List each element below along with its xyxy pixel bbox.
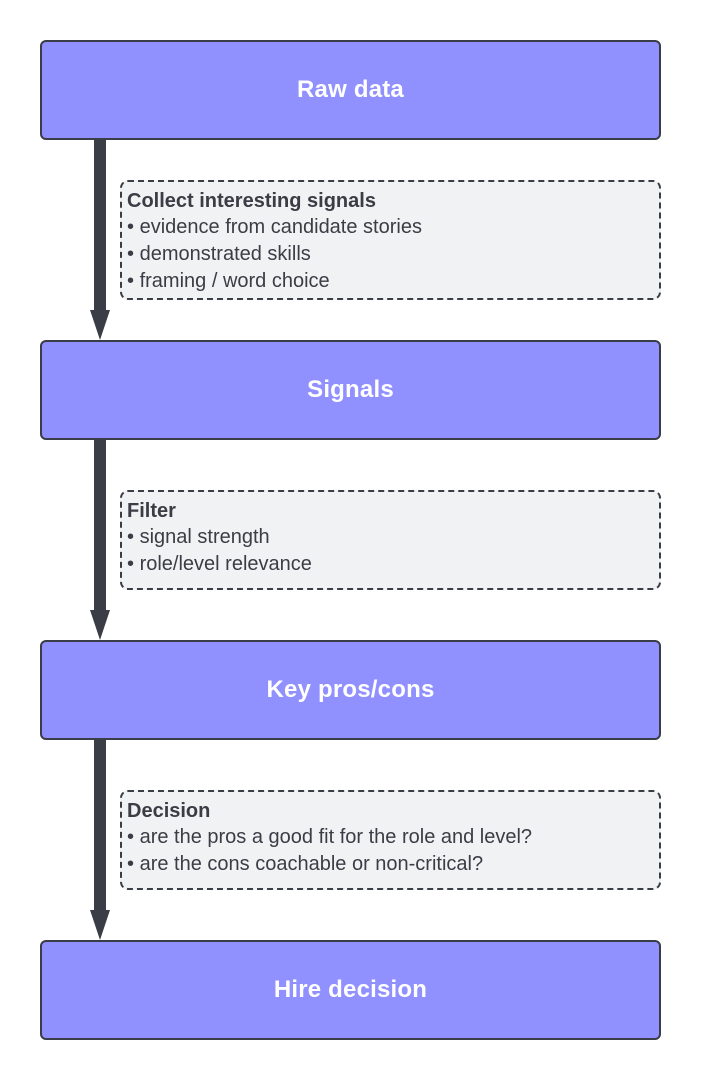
- bullet-icon: •: [127, 553, 135, 575]
- arrow-head-icon: [90, 310, 110, 340]
- bullet-icon: •: [127, 526, 135, 548]
- stage-raw-data: Raw data: [40, 40, 661, 140]
- note-title: Collect interesting signals: [127, 190, 376, 212]
- note-item-text: signal strength: [139, 526, 270, 548]
- bullet-icon: •: [127, 826, 135, 848]
- note-list-item: • evidence from candidate stories: [127, 214, 653, 241]
- note-list-item: • framing / word choice: [127, 268, 653, 295]
- stage-label: Signals: [307, 376, 394, 403]
- bullet-icon: •: [127, 243, 135, 265]
- note-list-item: • are the cons coachable or non-critical…: [127, 851, 653, 878]
- note-item-text: are the cons coachable or non-critical?: [139, 853, 484, 875]
- note-list-item: • demonstrated skills: [127, 241, 653, 268]
- note-filter: Filter • signal strength • role/level re…: [120, 490, 661, 590]
- note-title: Filter: [127, 500, 176, 522]
- note-item-text: demonstrated skills: [139, 243, 311, 265]
- arrow-head-icon: [90, 910, 110, 940]
- stage-hire-decision: Hire decision: [40, 940, 661, 1040]
- bullet-icon: •: [127, 270, 135, 292]
- stage-label: Key pros/cons: [266, 676, 435, 703]
- bullet-icon: •: [127, 853, 135, 875]
- note-list-item: • are the pros a good fit for the role a…: [127, 824, 653, 851]
- arrow-head-icon: [90, 610, 110, 640]
- stage-key-pros-cons: Key pros/cons: [40, 640, 661, 740]
- flow-arrow-1: [90, 140, 110, 340]
- note-list-item: • role/level relevance: [127, 551, 653, 578]
- note-item-text: role/level relevance: [139, 553, 312, 575]
- arrow-shaft: [94, 440, 106, 612]
- note-title: Decision: [127, 800, 211, 822]
- bullet-icon: •: [127, 216, 135, 238]
- note-collect-signals: Collect interesting signals • evidence f…: [120, 180, 661, 300]
- note-item-text: are the pros a good fit for the role and…: [139, 826, 533, 848]
- flow-arrow-3: [90, 740, 110, 940]
- stage-label: Hire decision: [273, 976, 428, 1003]
- note-item-text: evidence from candidate stories: [139, 216, 422, 238]
- stage-signals: Signals: [40, 340, 661, 440]
- flow-arrow-2: [90, 440, 110, 640]
- arrow-shaft: [94, 140, 106, 312]
- stage-label: Raw data: [297, 76, 404, 103]
- note-item-text: framing / word choice: [139, 270, 330, 292]
- note-decision: Decision • are the pros a good fit for t…: [120, 790, 661, 890]
- note-list-item: • signal strength: [127, 524, 653, 551]
- arrow-shaft: [94, 740, 106, 912]
